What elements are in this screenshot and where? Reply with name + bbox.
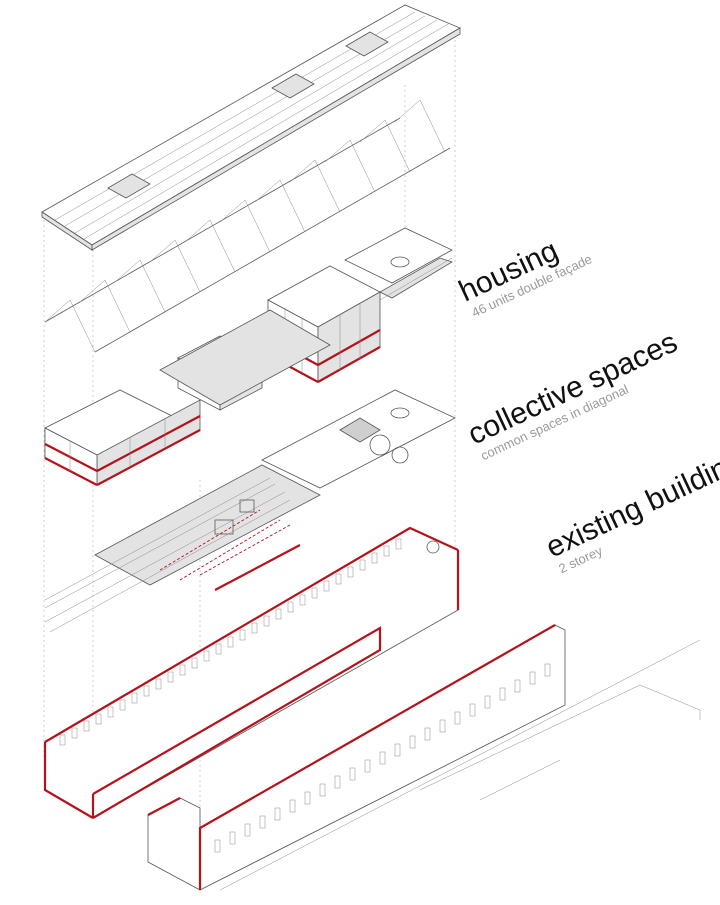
- collective-layer: [44, 389, 456, 633]
- label-housing: housing 46 units double façade: [454, 234, 594, 320]
- existing-building-layer: [43, 526, 701, 891]
- label-collective-spaces: collective spaces common spaces in diago…: [463, 326, 682, 464]
- collective-title: collective spaces: [463, 326, 682, 452]
- existing-title: existing building: [541, 444, 720, 564]
- label-existing-building: existing building 2 storey: [541, 444, 720, 576]
- site-context: [219, 639, 701, 891]
- roof-skylights: [107, 31, 389, 199]
- upper-windows: [59, 538, 402, 746]
- housing-layer: [44, 227, 453, 486]
- roof-layer: [41, 4, 461, 251]
- roof-trusses: [44, 99, 451, 353]
- lower-windows: [214, 663, 551, 853]
